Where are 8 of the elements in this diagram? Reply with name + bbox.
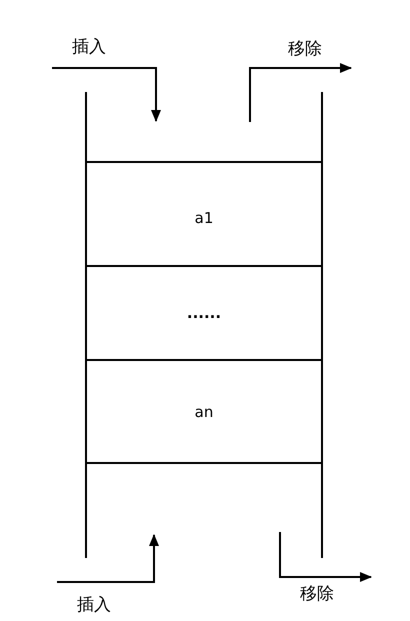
cell-text: a1 bbox=[194, 209, 214, 227]
action-label: 插入 bbox=[72, 38, 106, 58]
cell-text: ...... bbox=[186, 304, 222, 322]
action-label: 插入 bbox=[77, 596, 111, 616]
cell-text: an bbox=[194, 402, 214, 420]
action-label: 移除 bbox=[288, 40, 322, 60]
open-tube bbox=[85, 92, 323, 558]
action-label: 移除 bbox=[300, 585, 334, 605]
